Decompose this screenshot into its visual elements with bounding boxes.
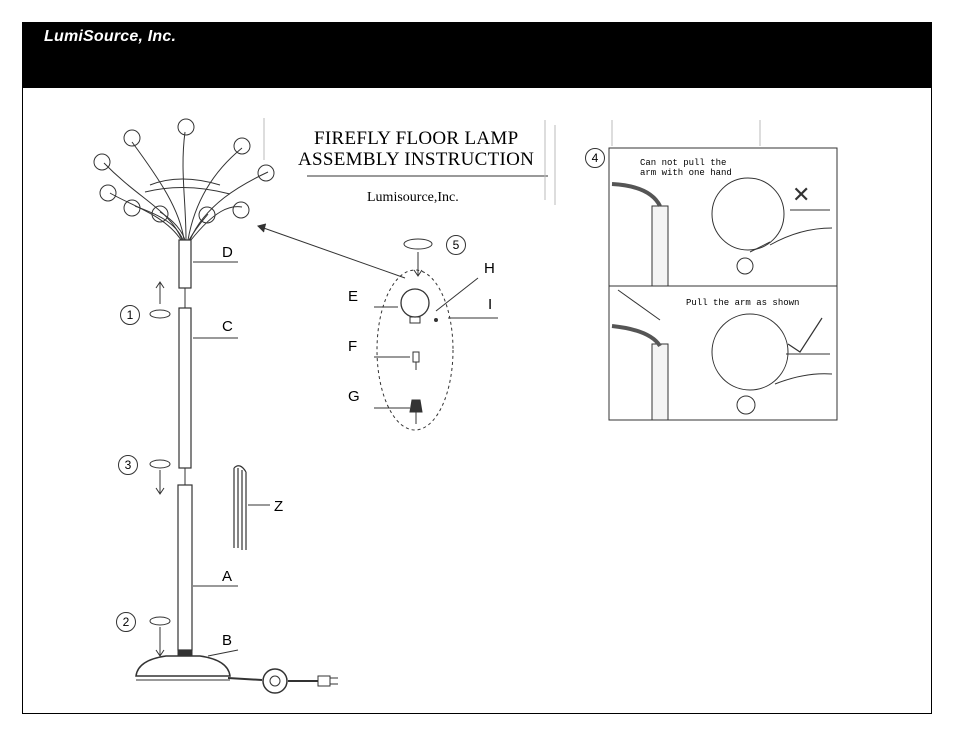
bulb-f (413, 352, 419, 362)
bulb-top-icon (737, 258, 753, 274)
panel-top-caption-1: Can not pull the (640, 158, 726, 168)
title-line-2: ASSEMBLY INSTRUCTION (298, 149, 534, 171)
lamp-base-b (136, 656, 230, 676)
label-d: D (222, 244, 233, 261)
label-z: Z (274, 498, 283, 515)
label-h: H (484, 260, 495, 277)
pole-section-d (179, 240, 191, 288)
pole-section-c (179, 308, 191, 468)
title-line-1: FIREFLY FLOOR LAMP (314, 128, 518, 150)
label-f: F (348, 338, 357, 355)
label-b: B (222, 632, 232, 649)
pole-section-a (178, 485, 192, 650)
company-name: Lumisource,Inc. (367, 190, 459, 206)
label-a: A (222, 568, 232, 585)
panel-bottom-caption: Pull the arm as shown (686, 298, 799, 308)
lamp-head-icon (94, 119, 274, 240)
panel-top-caption-2: arm with one hand (640, 168, 732, 178)
label-c: C (222, 318, 233, 335)
step-5-marker: 5 (446, 235, 466, 255)
cord-wrap-z (234, 466, 246, 550)
socket-g (410, 400, 422, 412)
label-g: G (348, 388, 360, 405)
globe-shade-e (401, 289, 429, 317)
wrong-mark-icon: ✕ (792, 183, 810, 208)
label-i: I (488, 296, 492, 313)
plug-icon (318, 676, 330, 686)
bulb-bottom-icon (737, 396, 755, 414)
step-3-marker: 3 (118, 455, 138, 475)
step-2-marker: 2 (116, 612, 136, 632)
step-4-marker: 4 (585, 148, 605, 168)
step-1-marker: 1 (120, 305, 140, 325)
label-e: E (348, 288, 358, 305)
foot-switch-icon (263, 669, 287, 693)
